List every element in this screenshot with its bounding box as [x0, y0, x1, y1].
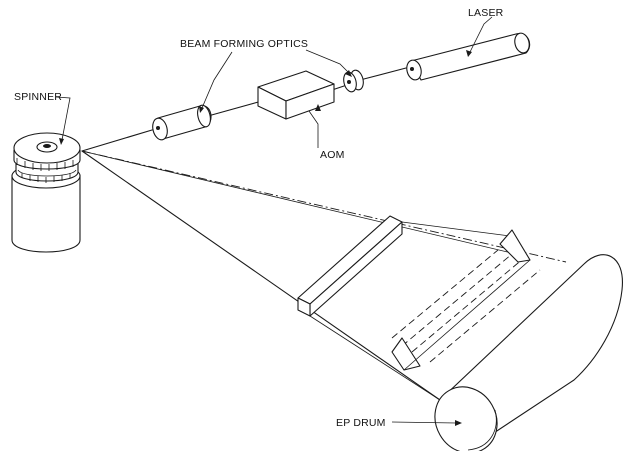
label-aom: AOM — [320, 149, 345, 161]
scan-lens-bar-icon — [297, 215, 403, 317]
aom-box-icon — [257, 70, 335, 120]
fold-mirror-icon — [391, 229, 531, 371]
lens-icon — [343, 69, 364, 93]
spinner-icon — [11, 132, 81, 253]
label-beam-forming-optics: BEAM FORMING OPTICS — [180, 38, 308, 50]
label-spinner: SPINNER — [14, 91, 62, 103]
scan-fan — [81, 150, 567, 401]
label-ep-drum: EP DRUM — [336, 417, 386, 429]
scan-beams — [309, 221, 541, 401]
label-laser: LASER — [468, 7, 504, 19]
leader-lines — [55, 16, 493, 426]
ep-drum-icon — [434, 254, 623, 451]
beam-forming-cylinder-icon — [152, 104, 212, 141]
laser-icon — [406, 32, 531, 81]
